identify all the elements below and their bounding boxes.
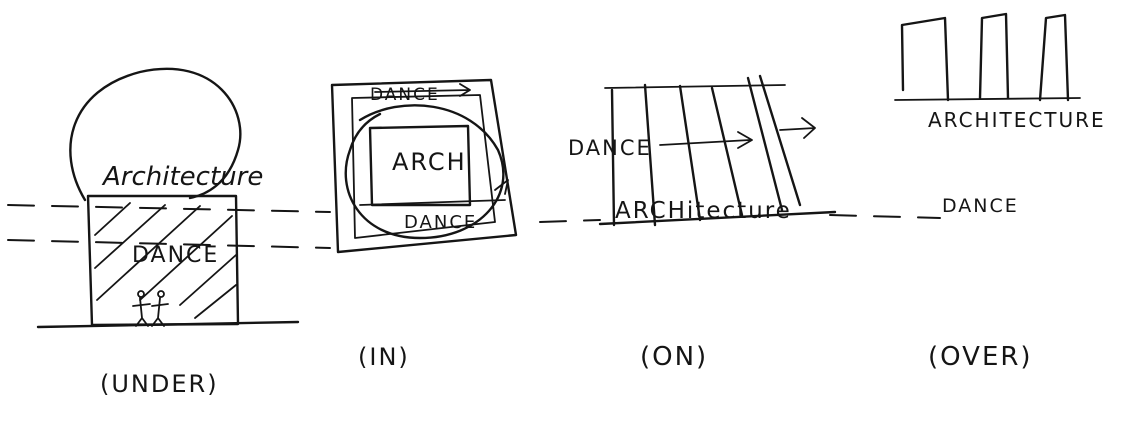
- dancer-figures: [132, 290, 169, 327]
- panel-on: DANCE ARCHitecture (ON): [568, 74, 837, 372]
- architecture-label: ARCHITECTURE: [928, 108, 1106, 132]
- base-line: [598, 210, 837, 226]
- arch-label: ARCH: [392, 148, 467, 176]
- dance-label: DANCE: [568, 136, 652, 160]
- architecture-label: ARCHitecture: [615, 198, 792, 224]
- dance-label: DANCE: [132, 243, 219, 268]
- caption-under: (UNDER): [100, 370, 219, 398]
- dance-arrow-2: [779, 117, 816, 139]
- leaning-columns: [610, 74, 802, 227]
- caption-on: (ON): [640, 342, 708, 372]
- top-line: [604, 84, 786, 89]
- ground-line-right: [829, 214, 941, 219]
- inner-frame: [351, 94, 496, 239]
- ground-line-lower-left: [7, 239, 331, 249]
- ground-line-upper-left: [7, 204, 331, 213]
- floor-line: [36, 320, 300, 329]
- tall-columns: [900, 12, 1070, 102]
- dance-label-bottom: DANCE: [404, 212, 477, 233]
- caption-over: (OVER): [928, 342, 1033, 372]
- dance-circle: [344, 104, 505, 240]
- architecture-label: Architecture: [101, 162, 263, 192]
- outer-frame: [330, 78, 518, 254]
- ground-line-mid: [539, 219, 601, 223]
- hatching: [94, 202, 237, 319]
- dance-label: DANCE: [942, 195, 1019, 217]
- base-line: [894, 97, 1081, 101]
- arrow-bottom: [359, 179, 509, 206]
- ground-lines: [7, 204, 941, 249]
- dance-label-top: DANCE: [370, 85, 440, 105]
- panel-under: Architecture DANCE (UNDER): [36, 67, 300, 398]
- arrow-top: [374, 83, 471, 97]
- panel-over: ARCHITECTURE DANCE (OVER): [894, 12, 1106, 372]
- arch-box: [368, 124, 472, 207]
- panel-in: DANCE ARCH DANCE (IN): [330, 78, 518, 371]
- dance-arrow-1: [659, 131, 753, 149]
- architecture-dome: [69, 67, 242, 202]
- caption-in: (IN): [358, 343, 410, 371]
